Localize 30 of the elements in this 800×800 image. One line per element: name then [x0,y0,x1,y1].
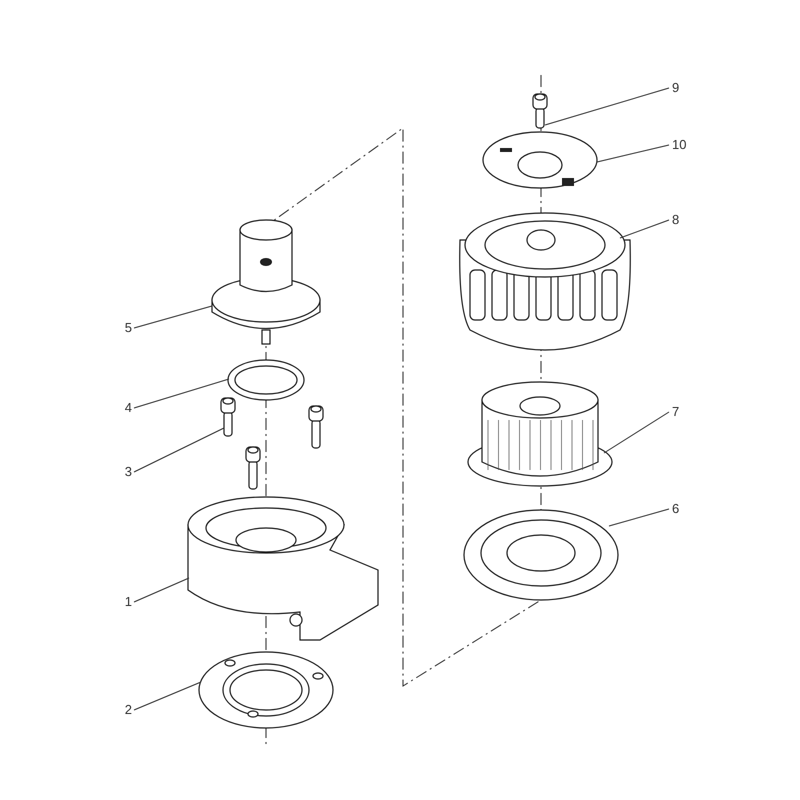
callout-number: 7 [672,404,680,420]
callout-number: 1 [124,594,132,610]
housing-drawing [187,496,379,641]
callout-number: 3 [124,464,132,480]
leader-line [604,412,670,454]
screw-drawing [532,93,548,129]
leader-line [608,508,670,526]
leader-line [134,428,224,472]
leader-line [596,144,670,162]
callout-number: 5 [124,320,132,336]
leader-line [620,220,670,238]
o-ring-drawing [227,359,305,401]
callout-number: 4 [124,400,132,416]
knob-cap-drawing [459,212,631,351]
leader-line [544,88,670,126]
disc-drawing [482,131,598,189]
callout-number: 8 [672,212,680,228]
mounting-plate-drawing [198,651,334,729]
adapter-drawing [211,219,321,345]
screw-drawing [220,397,236,437]
filter-drawing [467,381,613,487]
leader-line [134,378,230,408]
callout-number: 6 [672,501,680,517]
leader-line [134,578,190,602]
callout-number: 2 [124,702,132,718]
gasket-drawing [463,509,619,601]
leader-line [134,682,202,710]
leader-line [134,306,212,328]
callout-number: 10 [672,137,686,153]
callout-number: 9 [672,80,680,96]
